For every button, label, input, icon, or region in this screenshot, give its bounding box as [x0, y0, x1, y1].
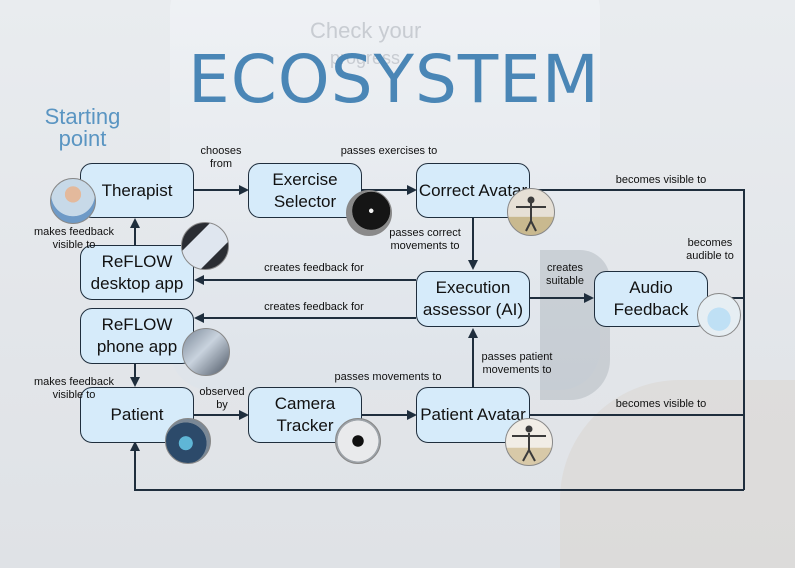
diagram-title: ECOSYSTEM [188, 41, 600, 118]
background-text-2: progress [330, 48, 401, 68]
correct-avatar-photo [507, 188, 555, 236]
phone-app-node: ReFLOW phone app [80, 308, 194, 364]
therapist-node: Therapist [80, 163, 194, 218]
desktop-app-node: ReFLOW desktop app [80, 245, 194, 300]
camera-tracker-photo [335, 418, 381, 464]
patient-avatar-photo [505, 418, 553, 466]
patient-photo [165, 418, 211, 464]
label-passes-correct-movements-to: passes correct movements to [389, 227, 461, 252]
exercise-selector-node: Exercise Selector [248, 163, 362, 218]
label-makes-feedback-visible-to-1: makes feedback visible to [33, 226, 115, 251]
label-becomes-audible-to: becomes audible to [686, 237, 734, 262]
edge-return-patient [130, 441, 744, 491]
therapist-photo [50, 178, 96, 224]
label-passes-movements-to: passes movements to [334, 371, 442, 383]
background-text-1: Check your [310, 18, 422, 43]
camera-tracker-node: Camera Tracker [248, 387, 362, 443]
label-chooses-from: chooses from [200, 145, 242, 170]
label-becomes-visible-to-2: becomes visible to [615, 398, 707, 410]
desktop-app-photo [181, 222, 229, 270]
label-creates-feedback-for-2: creates feedback for [264, 301, 364, 313]
label-creates-suitable: creates suitable [546, 262, 584, 287]
background-hand [560, 380, 795, 568]
audio-feedback-node: Audio Feedback [594, 271, 708, 327]
phone-app-photo [182, 328, 230, 376]
label-observed-by: observed by [199, 386, 245, 411]
audio-feedback-photo [697, 293, 741, 337]
execution-assessor-node: Execution assessor (AI) [416, 271, 530, 327]
label-makes-feedback-visible-to-2: makes feedback visible to [33, 376, 115, 401]
label-passes-exercises-to: passes exercises to [340, 145, 438, 157]
starting-point-label: Starting point [44, 104, 121, 151]
exercise-selector-photo [346, 190, 392, 236]
edge-correct-avatar-visible [530, 189, 745, 490]
label-becomes-visible-to-1: becomes visible to [615, 174, 707, 186]
label-passes-patient-movements-to: passes patient movements to [481, 351, 553, 376]
label-creates-feedback-for-1: creates feedback for [264, 262, 364, 274]
